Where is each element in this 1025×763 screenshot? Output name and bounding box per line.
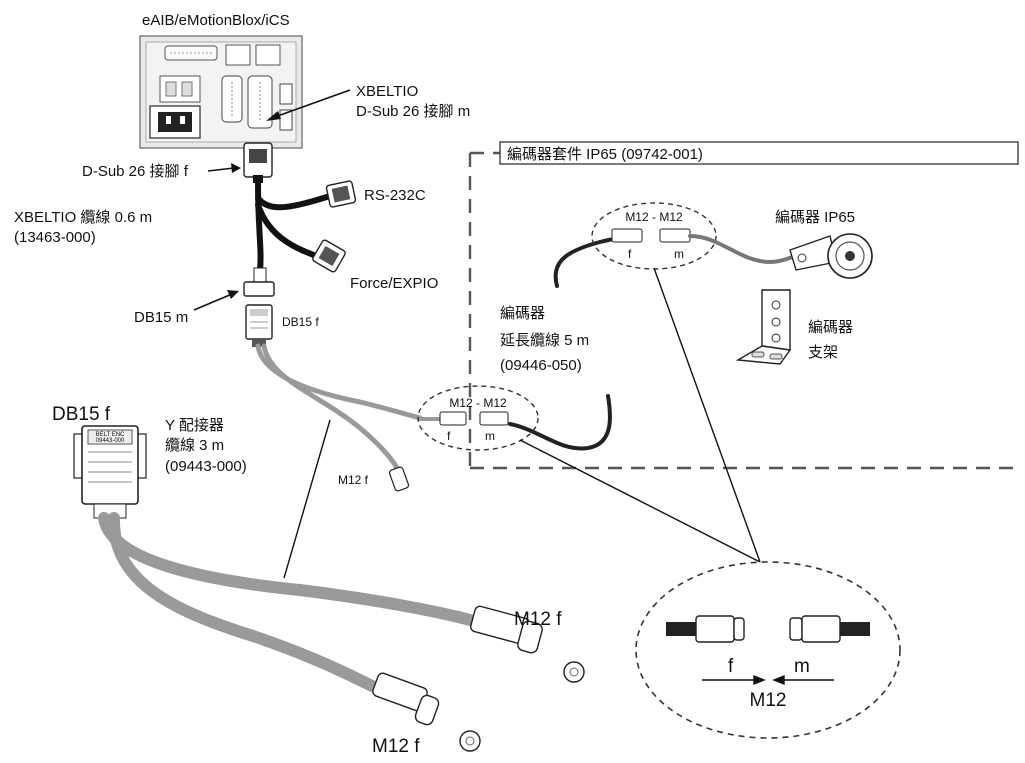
m12f-small-connector (389, 466, 410, 491)
db15-plug-part: 09443-000 (96, 438, 125, 444)
encoder-kit-boundary (470, 153, 1018, 468)
m12-lower-f: f (447, 429, 451, 443)
m12-lower-m: m (485, 429, 495, 443)
m12-pair-upper-label: M12 - M12 (625, 210, 683, 224)
m12-upper-f: f (628, 247, 632, 261)
db15-f-small-connector (246, 305, 272, 347)
bracket-sublabel: 支架 (808, 344, 838, 361)
controller-device (140, 36, 302, 148)
dsub26-f-connector (244, 143, 272, 183)
force-expio-label: Force/EXPIO (350, 275, 438, 292)
encoder-extension-length: 延長纜線 5 m (500, 332, 589, 349)
m12-pair-upper-connectors (612, 229, 690, 242)
force-expio-connector (312, 239, 347, 273)
y-cable-length: 纜線 3 m (165, 437, 224, 454)
y-cable-label: Y 配接器 (165, 417, 224, 434)
xbeltio-cable-part: (13463-000) (14, 229, 96, 246)
m12-pair-lower-connectors (440, 412, 508, 425)
m12f-small-label: M12 f (338, 473, 369, 487)
encoder-ip65 (790, 234, 872, 278)
m12-detail-f-label: f (728, 656, 734, 677)
xbeltio-connector-sublabel: D-Sub 26 接腳 m (356, 103, 470, 120)
db15-f-large-label: DB15 f (52, 404, 111, 425)
xbeltio-connector-label: XBELTIO (356, 83, 418, 100)
encoder-cable (690, 236, 800, 262)
encoder-extension-part: (09446-050) (500, 357, 582, 374)
rs232c-connector (326, 181, 356, 208)
db15-m-connector (244, 268, 274, 296)
db15-f-large-connector: BELT ENC 09443-000 (74, 426, 146, 518)
db15-m-pointer-arrow (194, 290, 239, 310)
zoom-callout-lines (520, 268, 760, 562)
y-cable-part: (09443-000) (165, 458, 247, 475)
rs232c-label: RS-232C (364, 187, 426, 204)
m12-pair-lower-label: M12 - M12 (449, 396, 507, 410)
y-cable-small (258, 346, 420, 470)
m12-detail-ellipse (636, 562, 900, 738)
m12-upper-m: m (674, 247, 684, 261)
bracket-label: 編碼器 (808, 319, 853, 336)
encoder-extension-label: 編碼器 (500, 305, 545, 322)
m12f-upper-label: M12 f (514, 609, 562, 630)
y-cable-large (104, 518, 470, 686)
dsub26-pointer-arrow (208, 163, 241, 173)
encoder-kit-title: 編碼器套件 IP65 (09742-001) (507, 146, 703, 163)
dsub26-f-label: D-Sub 26 接腳 f (82, 163, 189, 180)
db15-f-small-label: DB15 f (282, 315, 319, 329)
xbeltio-cable-label: XBELTIO 纜線 0.6 m (14, 209, 152, 226)
m12-detail-label: M12 (750, 690, 787, 711)
m12-detail-m-label: m (794, 656, 810, 677)
m12f-lower-label: M12 f (372, 736, 420, 757)
encoder-ip65-label: 編碼器 IP65 (775, 209, 855, 226)
device-title: eAIB/eMotionBlox/iCS (142, 12, 290, 29)
db15-m-label: DB15 m (134, 309, 188, 326)
y-cable-callout-line (284, 420, 330, 578)
encoder-bracket (738, 290, 790, 364)
